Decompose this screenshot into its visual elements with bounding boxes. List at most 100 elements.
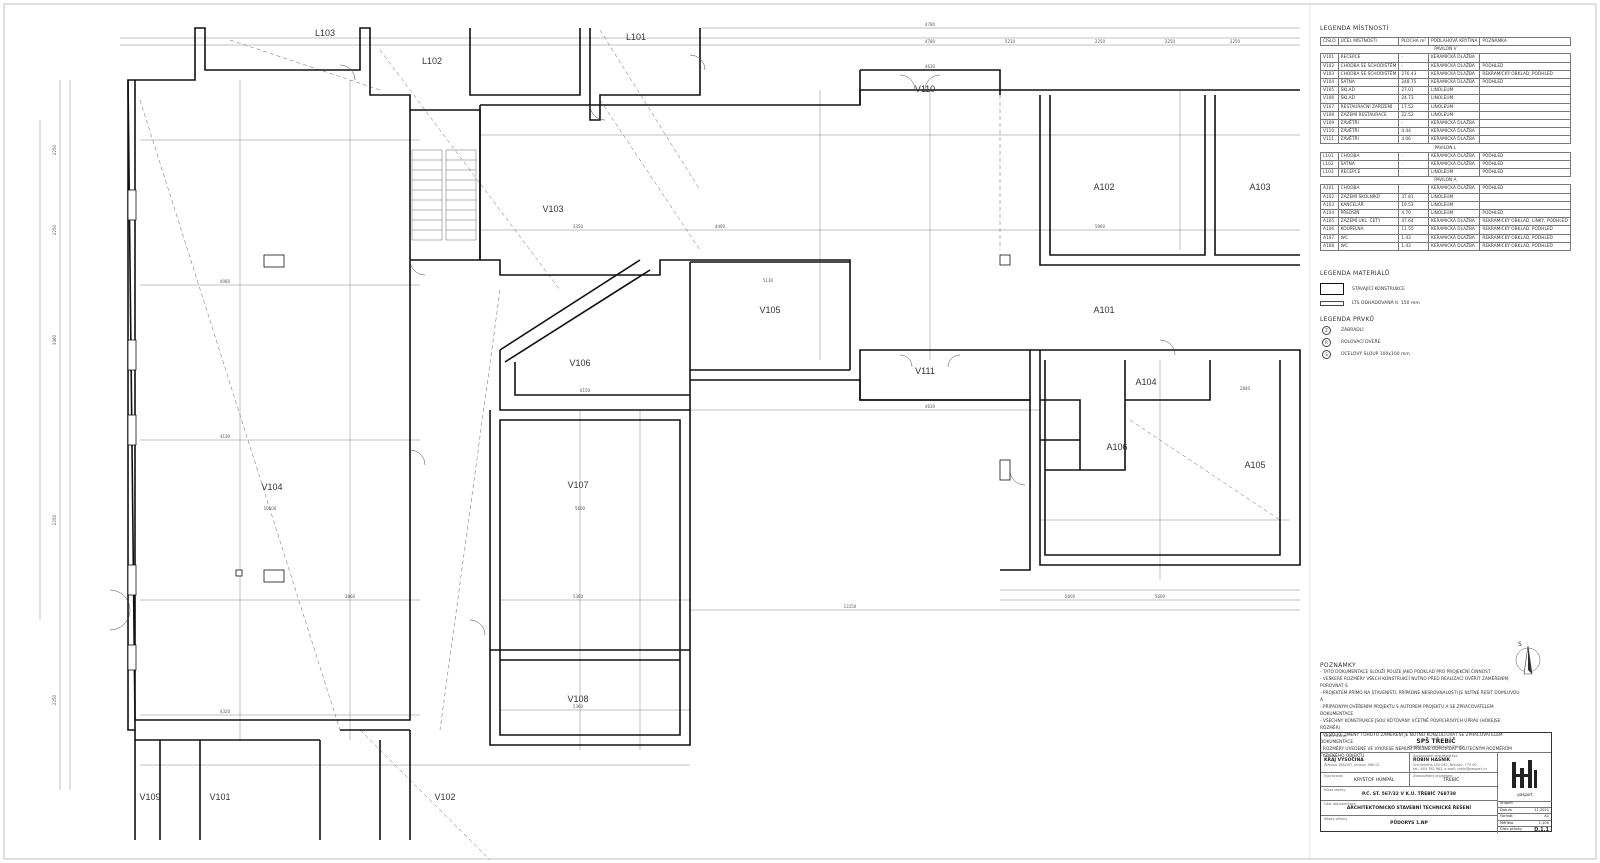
logo-icon xyxy=(1512,759,1537,788)
svg-text:4630: 4630 xyxy=(925,404,936,409)
room-label-a104: A104 xyxy=(1135,377,1156,387)
svg-text:4780: 4780 xyxy=(925,22,936,27)
columns xyxy=(127,189,1011,671)
svg-text:5600: 5600 xyxy=(1155,594,1166,599)
svg-text:6150: 6150 xyxy=(580,388,591,393)
note-item: - PŘÍPADNÝM OVĚŘENÍM PROJEKTU S AUTOREM … xyxy=(1320,705,1494,717)
notes: POZNÁMKY - TATO DOKUMENTACE SLOUŽÍ POUZE… xyxy=(1320,662,1520,760)
room-label-v103: V103 xyxy=(542,204,563,214)
material-swatch-existing xyxy=(1320,283,1344,295)
svg-text:5960: 5960 xyxy=(1095,224,1106,229)
room-legend-header: ČÍSLO xyxy=(1320,36,1339,47)
svg-text:2840: 2840 xyxy=(1240,386,1251,391)
svg-text:4080: 4080 xyxy=(220,279,231,284)
room-label-l101: L101 xyxy=(626,32,646,42)
note-item: - VŠECHNY KONSTRUKCE JSOU KÓTOVÁNY VČETN… xyxy=(1320,719,1501,731)
north-label: S xyxy=(1518,641,1522,648)
room-label-v102: V102 xyxy=(434,792,455,802)
svg-text:2250: 2250 xyxy=(1165,39,1176,44)
svg-text:3460: 3460 xyxy=(52,334,57,345)
symbol-legend-title: LEGENDA PRVKŮ xyxy=(1320,316,1375,323)
room-legend-group: PAVILON A xyxy=(1320,176,1571,186)
note-item: - VEŠKERÉ ZMĚNY TOHOTO ZAMĚŘENÍ JE NUTNO… xyxy=(1320,733,1503,745)
room-legend-header: POZNÁMKA xyxy=(1479,36,1571,47)
room-label-a106: A106 xyxy=(1106,442,1127,452)
parcel: P.Č. ST. 567/32 V K.Ú. TŘEBÍČ 768738 xyxy=(1361,792,1457,797)
room-label-a102: A102 xyxy=(1093,182,1114,192)
room-label-l103: L103 xyxy=(315,28,335,38)
room-label-v111: V111 xyxy=(915,366,935,376)
svg-text:10500: 10500 xyxy=(264,506,277,511)
notes-title: POZNÁMKY xyxy=(1320,662,1357,669)
material-swatch-lts xyxy=(1320,301,1344,306)
svg-text:5360: 5360 xyxy=(573,704,584,709)
investor-cell: Investor KRAJ VYSOČINA Žižkova 1882/57, … xyxy=(1321,753,1409,773)
svg-text:4400: 4400 xyxy=(715,224,726,229)
svg-text:4780: 4780 xyxy=(925,39,936,44)
room-legend-group: PAVILON V xyxy=(1320,45,1571,55)
svg-text:5360: 5360 xyxy=(573,594,584,599)
project-cell: Název stavby SPŠ TŘEBÍČ ZAMĚŘENÍ A ZAKRE… xyxy=(1321,733,1551,753)
dimension-texts: 4780 4780 5210 2250 2250 2250 4080 4130 … xyxy=(52,22,1251,714)
room-label-a103: A103 xyxy=(1249,182,1270,192)
note-item: - VEŠKERÉ ROZMĚRY VŠECH KONSTRUKCÍ NUTNO… xyxy=(1320,677,1510,689)
author-cell: Zpracovatel dokumentace ROBIN HASNÍK Vrc… xyxy=(1409,753,1497,773)
room-label-v105: V105 xyxy=(759,305,780,315)
material-lts: LTS ODHADOVANÁ tl. 150 mm xyxy=(1320,301,1550,306)
svg-text:2250: 2250 xyxy=(1095,39,1106,44)
room-label-v101: V101 xyxy=(209,792,230,802)
walls xyxy=(127,27,1301,840)
location-city-cell: Zodpovědný projektant TŘEBÍČ xyxy=(1409,773,1497,787)
doors xyxy=(109,54,1176,636)
notes-list: - TATO DOKUMENTACE SLOUŽÍ POUZE JAKO POD… xyxy=(1320,669,1520,760)
drafter-name: KRYŠTOF HUMPÁL xyxy=(1354,778,1395,783)
note-item: - TATO DOKUMENTACE SLOUŽÍ POUZE JAKO POD… xyxy=(1320,670,1491,675)
part-cell: Část dokumentace ARCHITEKTONICKO STAVEBN… xyxy=(1321,801,1497,816)
company-logo: pasport xyxy=(1497,753,1552,802)
note-item: - ROZMĚRY UVEDENÉ VE VÝKRESE NEMUSÍ PŘES… xyxy=(1320,747,1512,759)
symbol-circle-icon: Z xyxy=(1322,326,1331,335)
svg-text:2250: 2250 xyxy=(52,144,57,155)
room-label-l102: L102 xyxy=(422,56,442,66)
parcel-cell: Místo stavby P.Č. ST. 567/32 V K.Ú. TŘEB… xyxy=(1321,787,1497,801)
svg-text:4630: 4630 xyxy=(925,64,936,69)
note-item: - PROJEKTEM PŘÍMO NA STAVENIŠTI, PŘÍPADN… xyxy=(1320,691,1520,703)
symbol-circle-icon: R xyxy=(1322,338,1331,347)
room-label-a101: A101 xyxy=(1093,305,1114,315)
room-legend-header: ÚČEL MÍSTNOSTI xyxy=(1337,36,1400,47)
svg-text:13150: 13150 xyxy=(844,604,857,609)
svg-text:5600: 5600 xyxy=(575,506,586,511)
svg-text:2250: 2250 xyxy=(52,694,57,705)
svg-text:2250: 2250 xyxy=(52,224,57,235)
room-legend-header: PODLAHOVÁ KRYTINA xyxy=(1427,36,1481,47)
svg-text:2250: 2250 xyxy=(52,514,57,525)
svg-text:3860: 3860 xyxy=(345,594,356,599)
staircase xyxy=(411,149,477,241)
material-existing: STÁVAJÍCÍ KONSTRUKCE xyxy=(1320,283,1550,295)
